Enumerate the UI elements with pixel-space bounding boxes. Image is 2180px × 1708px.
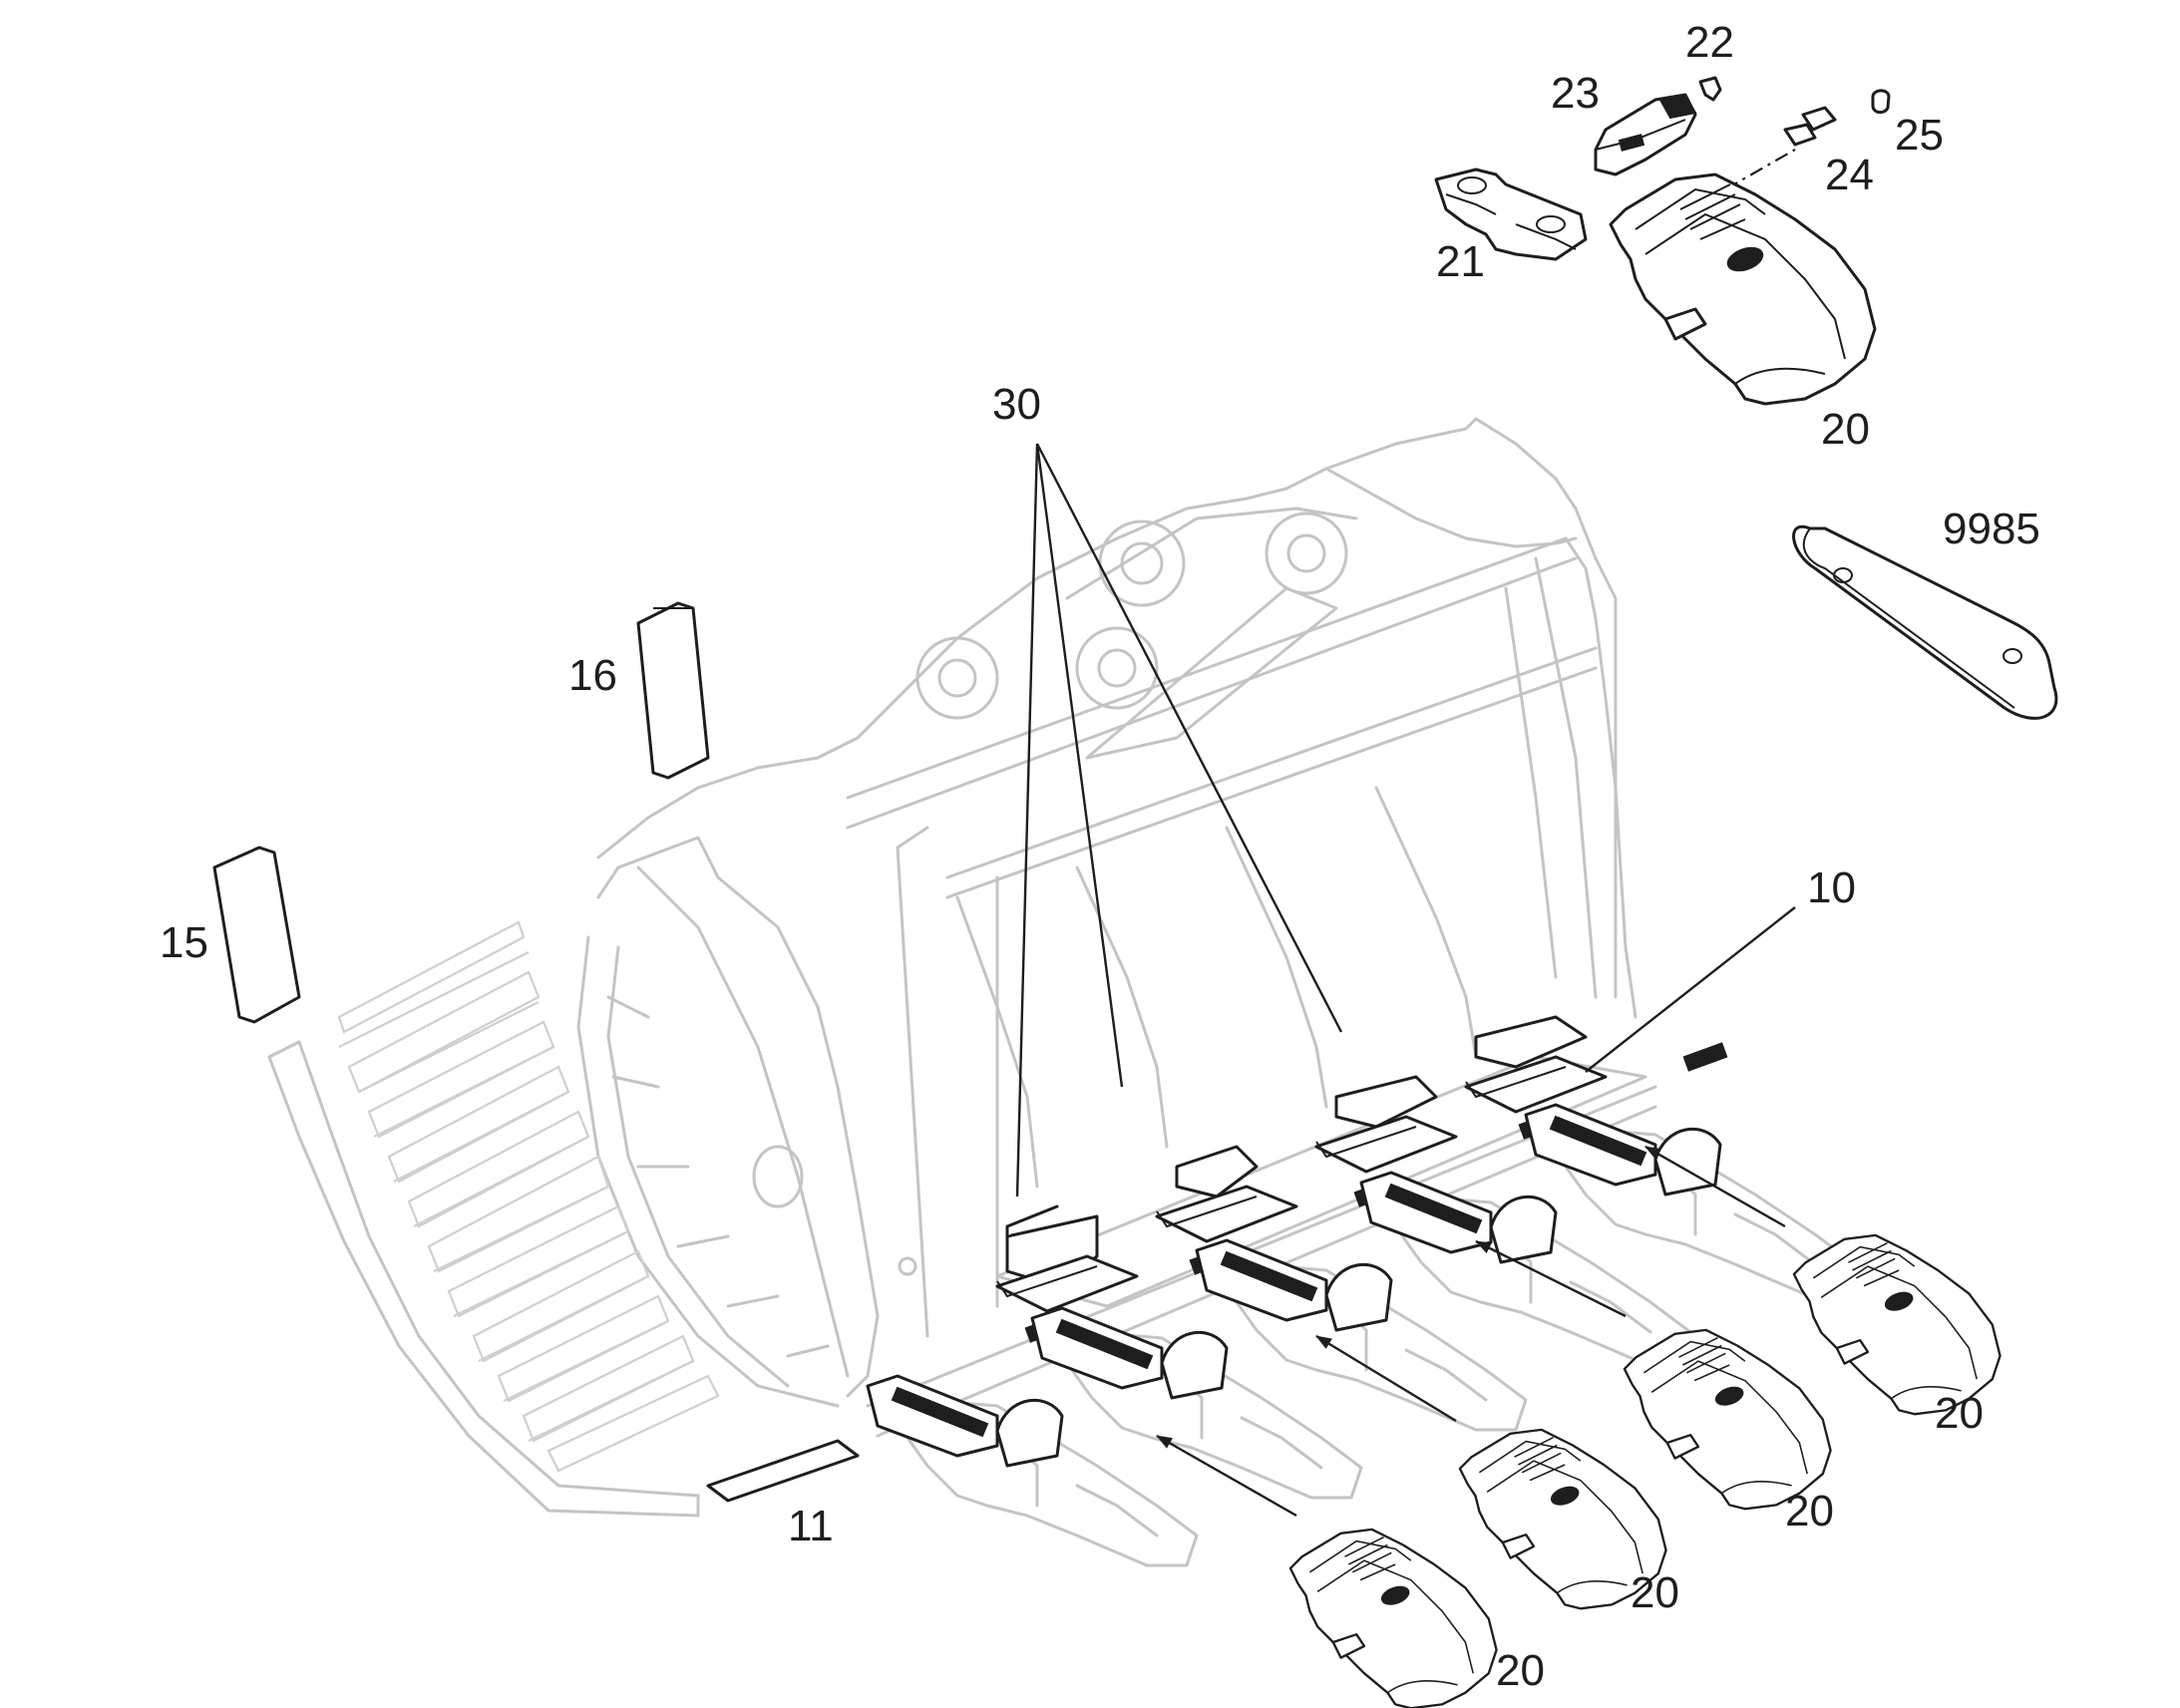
tooth-part-20-d <box>1792 1233 2001 1416</box>
callout-20-b: 20 <box>1631 1568 1679 1617</box>
callout-23: 23 <box>1551 69 1600 118</box>
clip-part-22 <box>1698 76 1722 102</box>
callout-9985: 9985 <box>1943 505 2040 553</box>
lip-adapters <box>866 1042 1728 1468</box>
side-wear-block-15 <box>212 846 301 1024</box>
callout-22: 22 <box>1685 18 1734 67</box>
callout-labels: 30 22 23 24 25 21 20 9985 16 15 10 11 20… <box>160 18 2040 1695</box>
callout-20-c: 20 <box>1785 1487 1834 1536</box>
leader-lines <box>1015 443 1796 1197</box>
assembly-arrows <box>1156 1145 1786 1518</box>
tooth-part-20-b <box>1458 1428 1667 1610</box>
tooth-part-20-top <box>1609 172 1877 406</box>
cutting-edge-part-11 <box>706 1439 860 1503</box>
side-wear-block-16 <box>636 601 710 780</box>
callout-30: 30 <box>992 380 1041 429</box>
callout-25: 25 <box>1895 111 1944 160</box>
callout-11: 11 <box>788 1502 834 1550</box>
pin-part-24 <box>1783 106 1837 147</box>
lock-part-23 <box>1594 93 1697 176</box>
tooth-part-20-c <box>1623 1328 1832 1511</box>
wear-plates <box>995 1015 1608 1313</box>
retainer-part-21 <box>1434 168 1588 261</box>
tooth-part-20-a <box>1288 1528 1498 1708</box>
callout-20-top: 20 <box>1821 405 1870 454</box>
callout-15: 15 <box>160 918 208 967</box>
callout-20-d: 20 <box>1935 1389 1984 1438</box>
plate-part-9985 <box>1792 524 2058 720</box>
lip-segments <box>996 1066 1567 1298</box>
callout-24: 24 <box>1825 151 1874 199</box>
callout-10: 10 <box>1807 863 1856 912</box>
callout-16: 16 <box>568 651 617 700</box>
assembly-axis <box>1724 149 1796 190</box>
callout-21: 21 <box>1436 237 1485 286</box>
callout-20-a: 20 <box>1496 1646 1545 1695</box>
plug-part-25 <box>1871 89 1891 115</box>
wear-strips <box>267 920 720 1518</box>
